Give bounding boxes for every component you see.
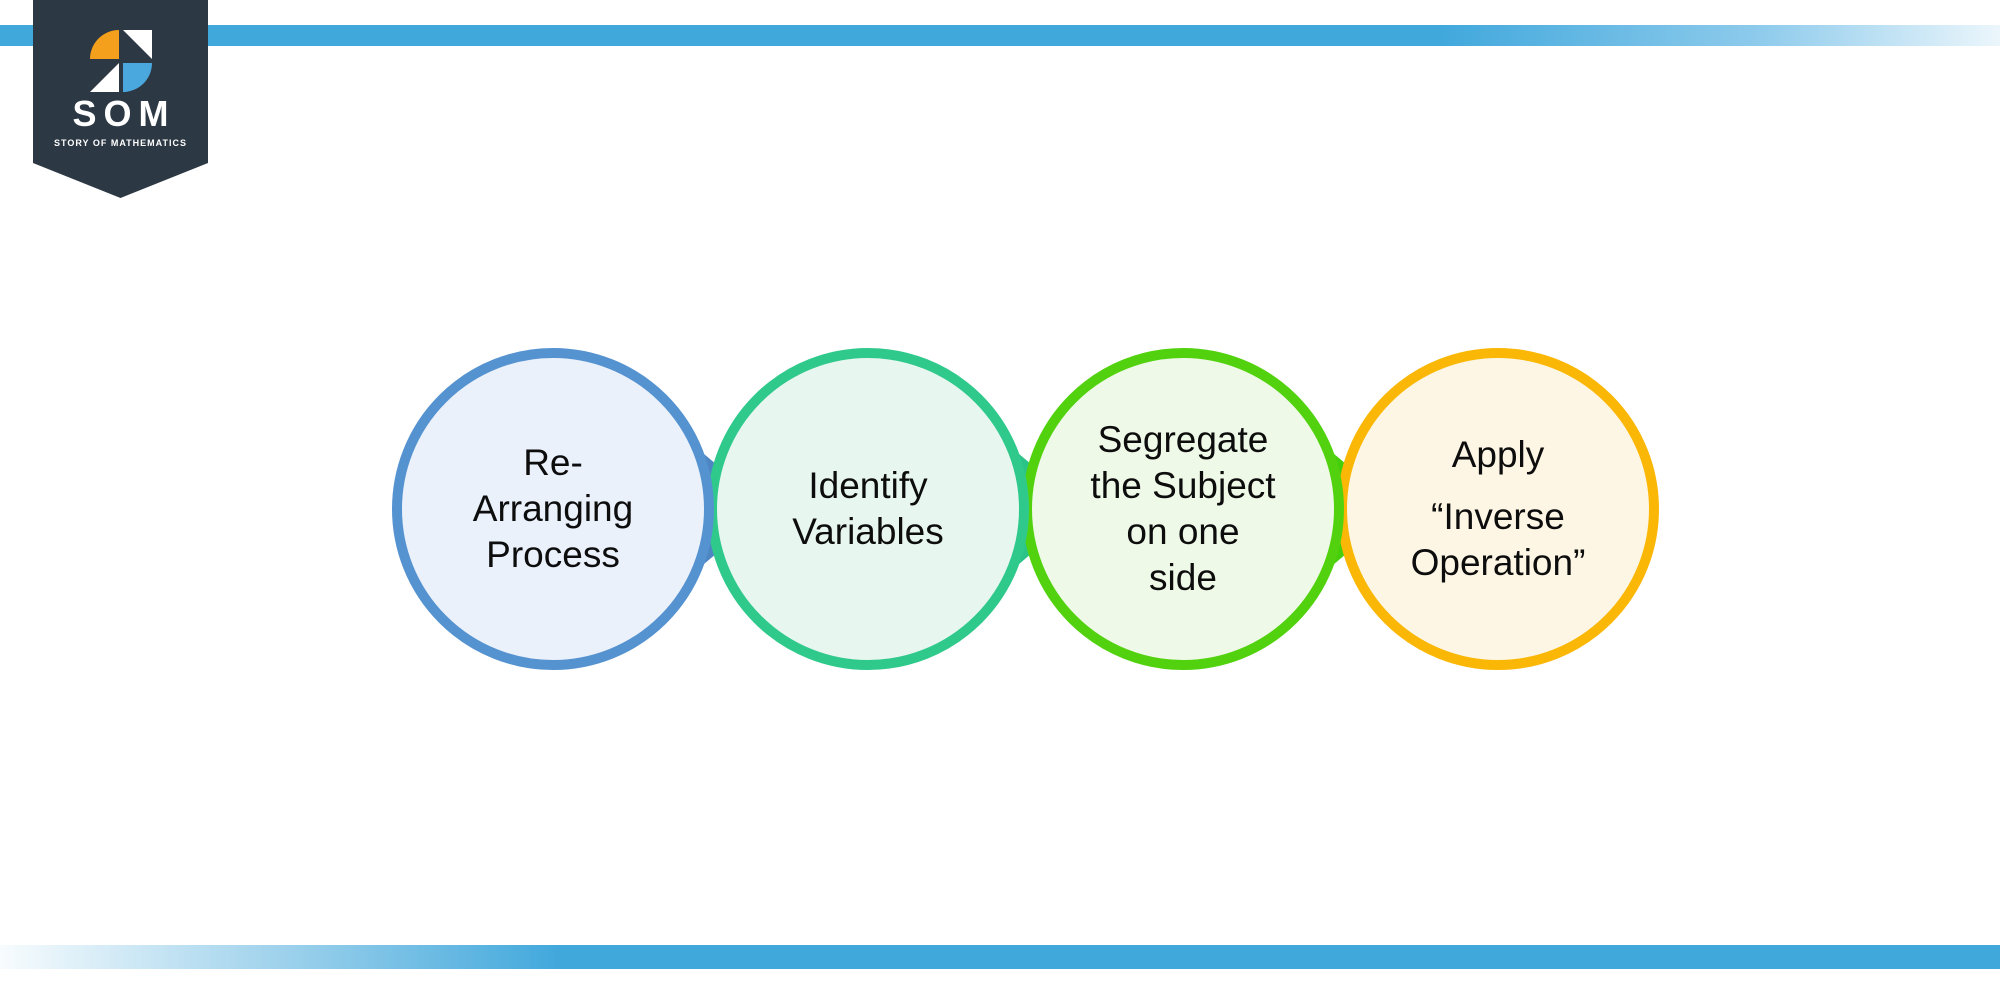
som-logo-subtext: STORY OF MATHEMATICS bbox=[53, 138, 187, 148]
step-label: Re- Arranging Process bbox=[472, 442, 634, 575]
top-accent-bar bbox=[0, 25, 2000, 46]
som-logo-banner: SOM STORY OF MATHEMATICS bbox=[33, 0, 208, 198]
step-label: Identify Variables bbox=[792, 465, 944, 552]
som-logo-text: SOM bbox=[72, 93, 176, 134]
bottom-accent-bar bbox=[0, 945, 2000, 969]
step-circle-apply-inverse-operation: Apply “Inverse Operation” bbox=[1337, 348, 1659, 670]
step-circle-segregate-subject: Segregate the Subject on one side bbox=[1022, 348, 1344, 670]
som-logo-icon bbox=[89, 30, 152, 92]
step-label: Apply bbox=[1451, 434, 1545, 475]
step-circle-rearranging-process: Re- Arranging Process bbox=[392, 348, 714, 670]
step-circle-identify-variables: Identify Variables bbox=[707, 348, 1029, 670]
step-label: “Inverse Operation” bbox=[1410, 496, 1586, 583]
step-label: Segregate the Subject on one side bbox=[1090, 419, 1276, 598]
